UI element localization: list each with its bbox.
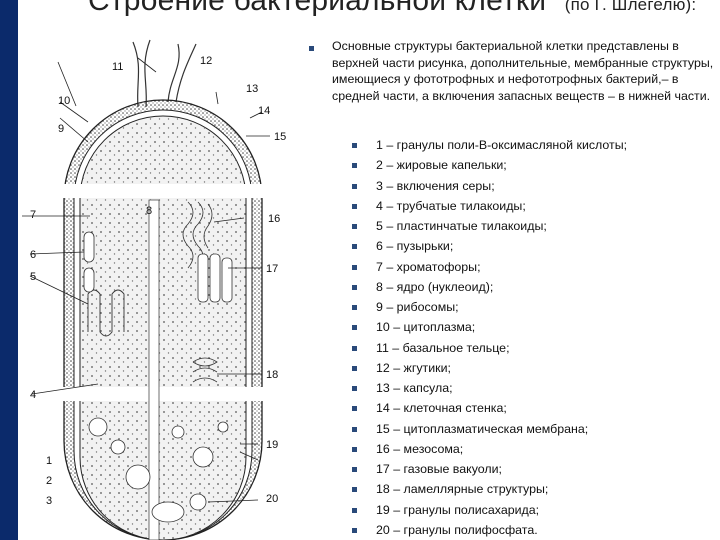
nucleoid-strip	[149, 200, 159, 540]
intro-paragraph: Основные структуры бактериальной клетки …	[332, 38, 717, 104]
label-18: 18	[266, 369, 278, 381]
bullet-icon	[352, 427, 357, 432]
top-separator-band	[58, 184, 273, 198]
label-19: 19	[266, 439, 278, 451]
bacterial-cell-figure: 11 12 13 14 15 10 9 7 8 6 5 16 17 18 4 1…	[18, 32, 300, 540]
list-item-text: 3 – включения серы;	[376, 179, 495, 193]
intro-bullet-icon	[309, 46, 314, 51]
bullet-icon	[352, 325, 357, 330]
label-12: 12	[200, 55, 212, 67]
list-item: 6 – пузырьки;	[352, 236, 627, 256]
bullet-icon	[352, 366, 357, 371]
bullet-icon	[352, 184, 357, 189]
label-17: 17	[266, 263, 278, 275]
list-item: 2 – жировые капельки;	[352, 155, 627, 175]
slide-title: Строение бактериальной клетки (по Г. Шле…	[88, 0, 696, 18]
bullet-icon	[352, 447, 357, 452]
list-item-text: 7 – хроматофоры;	[376, 260, 481, 274]
list-item: 16 – мезосома;	[352, 439, 627, 459]
list-item-text: 14 – клеточная стенка;	[376, 401, 507, 415]
list-item-text: 10 – цитоплазма;	[376, 320, 475, 334]
list-item-text: 19 – гранулы полисахарида;	[376, 503, 539, 517]
label-13: 13	[246, 83, 258, 95]
flagella	[133, 40, 196, 107]
list-item: 14 – клеточная стенка;	[352, 398, 627, 418]
bullet-icon	[352, 265, 357, 270]
bullet-icon	[352, 244, 357, 249]
list-item: 17 – газовые вакуоли;	[352, 459, 627, 479]
list-item-text: 4 – трубчатые тилакоиды;	[376, 199, 526, 213]
list-item-text: 15 – цитоплазматическая мембрана;	[376, 422, 588, 436]
label-8: 8	[146, 205, 152, 217]
list-item: 7 – хроматофоры;	[352, 257, 627, 277]
list-item: 13 – капсула;	[352, 378, 627, 398]
list-item: 19 – гранулы полисахарида;	[352, 500, 627, 520]
slide-left-accent-bar	[0, 0, 18, 540]
label-15: 15	[274, 131, 286, 143]
bullet-icon	[352, 406, 357, 411]
list-item: 1 – гранулы поли-В-оксимасляной кислоты;	[352, 135, 627, 155]
bullet-icon	[352, 386, 357, 391]
label-11: 11	[112, 61, 123, 73]
bullet-icon	[352, 346, 357, 351]
cell-envelope	[64, 100, 262, 540]
gas-vacuoles	[198, 254, 232, 302]
bullet-icon	[352, 508, 357, 513]
bullet-icon	[352, 224, 357, 229]
list-item-text: 2 – жировые капельки;	[376, 158, 507, 172]
list-item-text: 13 – капсула;	[376, 381, 453, 395]
list-item: 4 – трубчатые тилакоиды;	[352, 196, 627, 216]
list-item: 12 – жгутики;	[352, 358, 627, 378]
list-item: 15 – цитоплазматическая мембрана;	[352, 419, 627, 439]
bullet-icon	[352, 305, 357, 310]
bullet-icon	[352, 163, 357, 168]
list-item-text: 9 – рибосомы;	[376, 300, 459, 314]
list-item-text: 18 – ламеллярные структуры;	[376, 482, 548, 496]
list-item: 8 – ядро (нуклеоид);	[352, 277, 627, 297]
bullet-icon	[352, 528, 357, 533]
bullet-icon	[352, 487, 357, 492]
list-item: 5 – пластинчатые тилакоиды;	[352, 216, 627, 236]
bottom-separator-band	[58, 387, 273, 401]
list-item-text: 8 – ядро (нуклеоид);	[376, 280, 493, 294]
structures-list: 1 – гранулы поли-В-оксимасляной кислоты;…	[352, 135, 627, 540]
label-10: 10	[58, 95, 70, 107]
label-6: 6	[30, 249, 36, 261]
title-attribution: (по Г. Шлегелю):	[565, 0, 697, 14]
list-item-text: 5 – пластинчатые тилакоиды;	[376, 219, 547, 233]
list-item-text: 11 – базальное тельце;	[376, 341, 510, 355]
label-16: 16	[268, 213, 280, 225]
list-item: 10 – цитоплазма;	[352, 317, 627, 337]
bullet-icon	[352, 204, 357, 209]
list-item-text: 12 – жгутики;	[376, 361, 451, 375]
list-item-text: 6 – пузырьки;	[376, 239, 453, 253]
list-item: 18 – ламеллярные структуры;	[352, 479, 627, 499]
list-item-text: 17 – газовые вакуоли;	[376, 462, 502, 476]
list-item-text: 16 – мезосома;	[376, 442, 463, 456]
label-5: 5	[30, 271, 36, 283]
title-main: Строение бактериальной клетки	[88, 0, 546, 17]
label-9: 9	[58, 123, 64, 135]
bullet-icon	[352, 285, 357, 290]
list-item: 20 – гранулы полифосфата.	[352, 520, 627, 540]
label-1: 1	[46, 455, 52, 467]
bacterial-cell-drawing: 11 12 13 14 15 10 9 7 8 6 5 16 17 18 4 1…	[18, 32, 300, 540]
label-3: 3	[46, 495, 52, 507]
list-item: 9 – рибосомы;	[352, 297, 627, 317]
label-4: 4	[30, 389, 36, 401]
label-7: 7	[30, 209, 36, 221]
label-14: 14	[258, 105, 270, 117]
bullet-icon	[352, 467, 357, 472]
list-item-text: 20 – гранулы полифосфата.	[376, 523, 538, 537]
label-2: 2	[46, 475, 52, 487]
list-item-text: 1 – гранулы поли-В-оксимасляной кислоты;	[376, 138, 627, 152]
bullet-icon	[352, 143, 357, 148]
label-20: 20	[266, 493, 278, 505]
list-item: 11 – базальное тельце;	[352, 338, 627, 358]
list-item: 3 – включения серы;	[352, 176, 627, 196]
